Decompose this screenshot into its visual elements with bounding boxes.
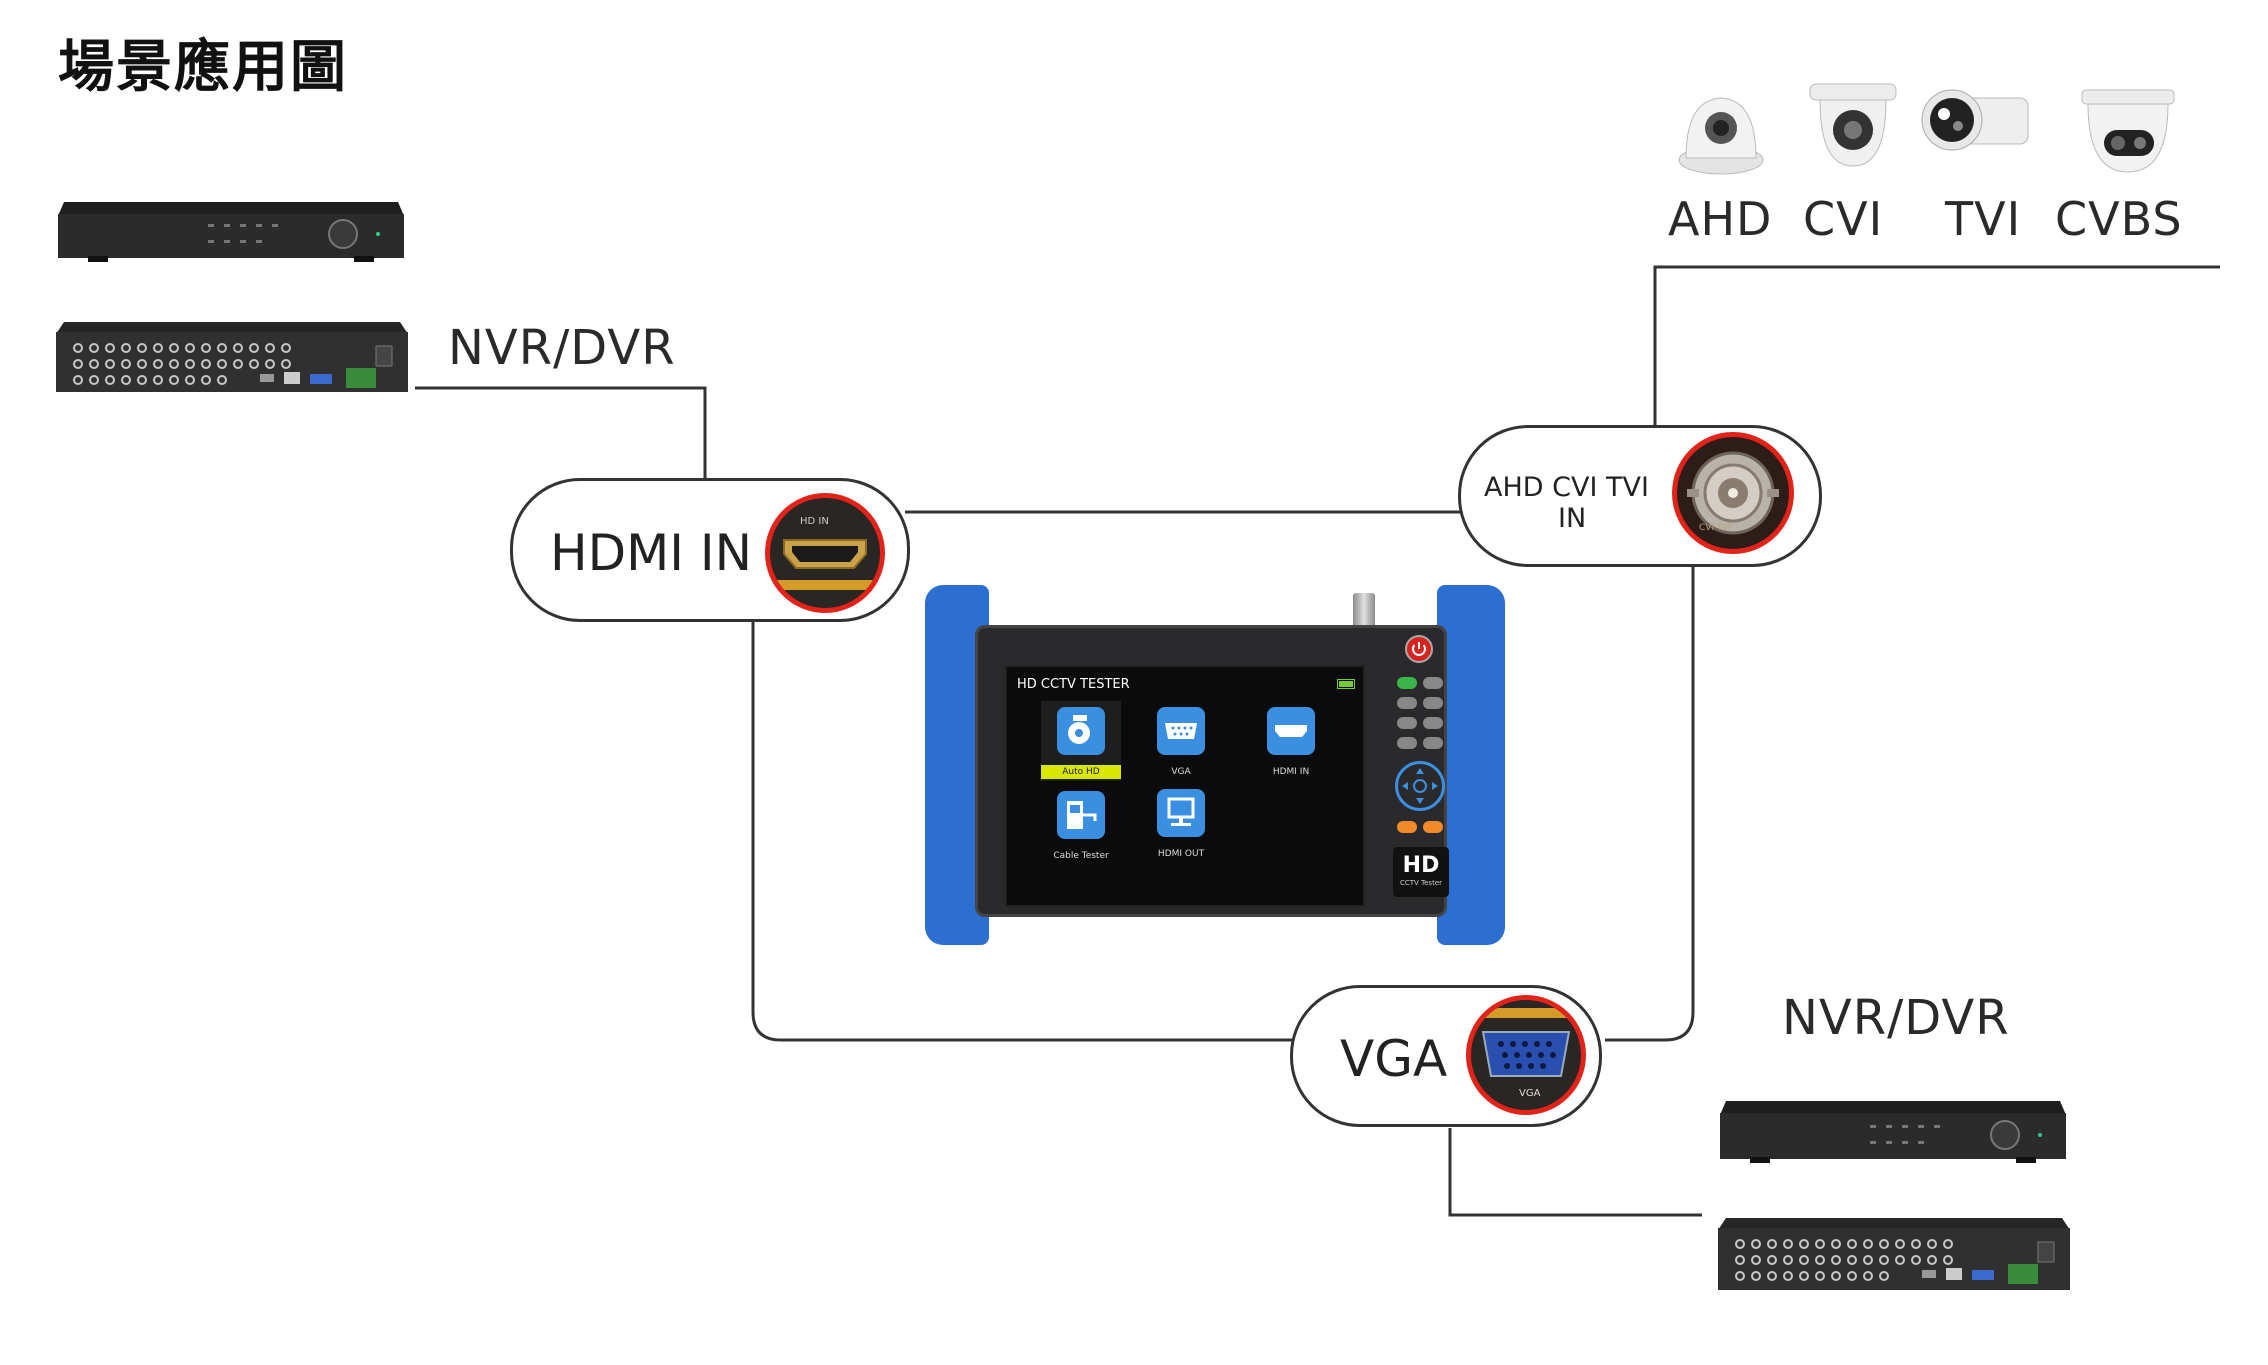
hdmi-port-tag: HD IN [800, 516, 829, 527]
bnc-port-tag: CVI TVI [1699, 523, 1732, 533]
app-tile-hdmi-out[interactable] [1157, 789, 1205, 837]
orange-button-1[interactable] [1397, 821, 1417, 833]
bullet-camera-icon [1921, 89, 2029, 151]
app-label-vga: VGA [1171, 767, 1191, 777]
bnc-port-badge: CVI TVI [1672, 432, 1794, 554]
vga-label: VGA [1340, 1030, 1448, 1088]
nvr-front-icon [58, 202, 404, 262]
ahd-in-label-line1: AHD CVI TVI [1484, 472, 1649, 503]
func-button-4[interactable] [1423, 717, 1443, 729]
wire-ahd-vga [1605, 567, 1695, 1042]
orange-button-2[interactable] [1423, 821, 1443, 833]
nvr-back-icon [56, 322, 408, 392]
direction-pad[interactable] [1395, 761, 1445, 811]
app-label-hdmi-in: HDMI IN [1272, 767, 1310, 777]
camera-ahd [1678, 88, 1764, 180]
camera-label-cvbs: CVBS [2055, 192, 2183, 246]
nvr-front-top [58, 196, 404, 266]
battery-icon [1337, 679, 1355, 689]
app-label-auto-hd: Auto HD [1041, 765, 1121, 779]
dome-camera-icon [1809, 83, 1897, 167]
camera-cvi [1808, 80, 1898, 170]
tester-screen: HD CCTV TESTER Auto HD VGA HDMI IN Cable… [1005, 665, 1365, 907]
screen-title: HD CCTV TESTER [1017, 677, 1130, 692]
bnc-input-stub [1353, 593, 1375, 633]
turret-camera-icon [2081, 89, 2175, 173]
app-tile-vga[interactable] [1157, 707, 1205, 755]
hdmi-in-label: HDMI IN [550, 524, 753, 582]
green-button[interactable] [1397, 677, 1417, 689]
monitor-icon [1167, 797, 1195, 826]
ahd-in-label-line2: IN [1558, 503, 1587, 534]
cable-tester-icon [1067, 801, 1097, 829]
camera-label-ahd: AHD [1668, 192, 1773, 246]
app-label-hdmi-out: HDMI OUT [1157, 849, 1205, 859]
hdmi-port-badge: HD IN [765, 493, 885, 613]
wire-cameras-ahd [1653, 265, 2220, 425]
vga-port-tag: VGA [1519, 1088, 1541, 1099]
app-tile-hdmi-in[interactable] [1267, 707, 1315, 755]
hdmi-port-icon [1275, 725, 1307, 737]
nvr-top-label: NVR/DVR [448, 320, 676, 376]
wire-nvr-hdmi [415, 386, 707, 478]
cctv-tester-device: HD CCTV TESTER Auto HD VGA HDMI IN Cable… [925, 585, 1505, 945]
app-tile-cable-tester[interactable] [1057, 791, 1105, 839]
ptz-camera-icon [1057, 707, 1105, 755]
vga-connector-icon [1481, 1031, 1571, 1077]
func-button-1[interactable] [1397, 697, 1417, 709]
app-label-cable-tester: Cable Tester [1053, 851, 1109, 861]
bnc-connector-icon [1687, 451, 1779, 535]
vga-port-icon [1165, 723, 1197, 739]
direction-arrows-icon [1402, 768, 1438, 804]
camera-label-cvi: CVI [1803, 192, 1884, 246]
func-button-3[interactable] [1397, 717, 1417, 729]
camera-label-tvi: TVI [1945, 192, 2022, 246]
dome-camera-icon [1678, 97, 1764, 175]
nvr-front-bottom [1720, 1095, 2066, 1167]
hdmi-connector-icon [783, 539, 867, 569]
nvr-back-icon [1718, 1218, 2070, 1290]
wire-vga-nvr [1448, 1128, 1702, 1217]
vga-port-badge: VGA [1466, 995, 1586, 1115]
func-button-2[interactable] [1423, 697, 1443, 709]
power-button[interactable] [1405, 635, 1433, 663]
hd-badge-main: HD [1402, 853, 1440, 878]
nvr-back-top [56, 316, 408, 402]
camera-tvi [1920, 80, 2030, 160]
menu-button[interactable] [1423, 677, 1443, 689]
camera-cvbs [2078, 86, 2178, 176]
wire-hdmi-vga [751, 620, 1295, 1042]
hd-badge-sub: CCTV Tester [1399, 879, 1443, 887]
func-button-5[interactable] [1397, 737, 1417, 749]
nvr-front-icon [1720, 1101, 2066, 1163]
hd-badge: HD CCTV Tester [1393, 847, 1449, 897]
nvr-bottom-label: NVR/DVR [1782, 990, 2010, 1046]
nvr-back-bottom [1718, 1212, 2070, 1300]
power-icon [1412, 642, 1426, 656]
func-button-6[interactable] [1423, 737, 1443, 749]
page-title: 場景應用圖 [58, 35, 348, 100]
